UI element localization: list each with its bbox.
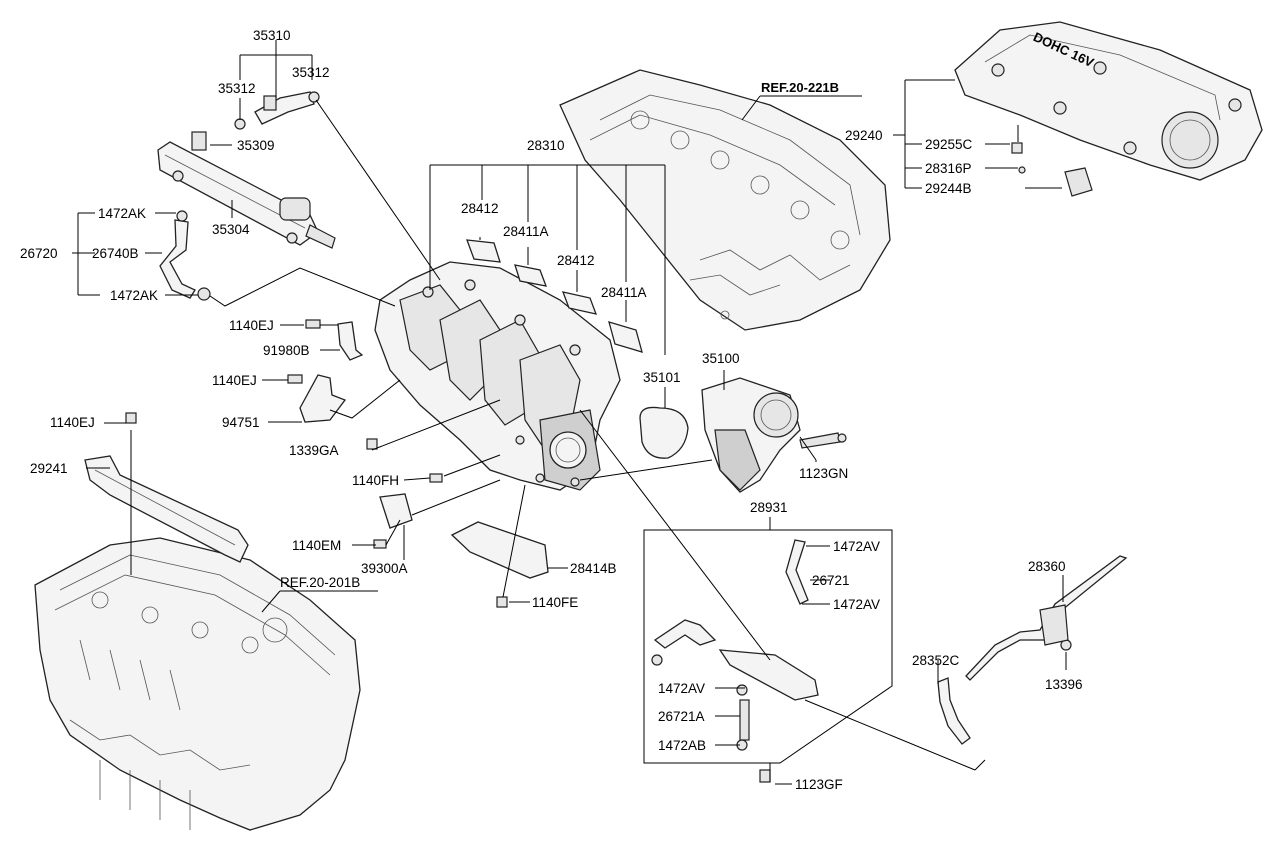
label-91980B: 91980B — [263, 343, 310, 358]
label-26740B: 26740B — [92, 246, 139, 261]
label-28412-2: 28412 — [557, 253, 595, 268]
gaskets-drawing — [466, 239, 689, 459]
label-1140EJ-3: 1140EJ — [50, 415, 95, 430]
label-28931: 28931 — [750, 500, 788, 515]
heat-shield-drawing — [84, 455, 249, 563]
label-35309: 35309 — [237, 138, 275, 153]
label-26720: 26720 — [20, 246, 58, 261]
label-28310: 28310 — [527, 138, 565, 153]
label-1472AK-top: 1472AK — [98, 206, 146, 221]
label-35100: 35100 — [702, 351, 740, 366]
label-1140EM: 1140EM — [292, 538, 341, 553]
label-28352C: 28352C — [912, 653, 960, 668]
oil-guide-drawing — [937, 555, 1128, 745]
fuel-rail-drawing — [157, 131, 336, 249]
label-1339GA: 1339GA — [289, 443, 339, 458]
label-29255C: 29255C — [925, 137, 973, 152]
label-35101: 35101 — [643, 370, 681, 385]
throttle-body-drawing — [701, 377, 847, 493]
label-1140EJ-1: 1140EJ — [229, 318, 274, 333]
label-35312-left: 35312 — [218, 81, 256, 96]
label-28411A-2: 28411A — [601, 285, 647, 300]
cylinder-head-upper-drawing — [559, 69, 891, 331]
label-35312-right: 35312 — [292, 65, 330, 80]
label-1472AK-bottom: 1472AK — [110, 288, 158, 303]
label-28414B: 28414B — [570, 561, 617, 576]
pcv-hose-drawing — [651, 539, 819, 751]
label-28411A-1: 28411A — [503, 224, 549, 239]
label-28360: 28360 — [1028, 559, 1066, 574]
label-29244B: 29244B — [925, 181, 972, 196]
label-26721A: 26721A — [658, 709, 705, 724]
label-1472AV-1: 1472AV — [833, 539, 880, 554]
label-1140FH: 1140FH — [352, 473, 399, 488]
label-1472AB: 1472AB — [658, 738, 706, 753]
label-1472AV-3: 1472AV — [658, 681, 705, 696]
label-1472AV-2: 1472AV — [833, 597, 880, 612]
vacuum-hose-drawing — [159, 210, 211, 301]
label-29240: 29240 — [845, 128, 883, 143]
label-29241: 29241 — [30, 461, 68, 476]
label-35310: 35310 — [253, 28, 291, 43]
intake-manifold-drawing — [374, 261, 621, 491]
label-13396: 13396 — [1045, 677, 1083, 692]
engine-cover-drawing: DOHC 16V — [954, 21, 1263, 197]
label-35304: 35304 — [212, 222, 250, 237]
fuel-injector-drawing — [234, 91, 320, 130]
ref-label-upper-head: REF.20-221B — [761, 80, 839, 95]
label-28316P: 28316P — [925, 161, 972, 176]
label-1140FE: 1140FE — [532, 595, 578, 610]
label-1140EJ-2: 1140EJ — [212, 373, 257, 388]
label-1123GF: 1123GF — [795, 777, 843, 792]
part-labels: 35310 35312 35312 35309 35304 1472AK 267… — [20, 28, 1083, 792]
label-1123GN: 1123GN — [799, 466, 848, 481]
ref-label-lower-head: REF.20-201B — [280, 575, 360, 590]
label-39300A: 39300A — [361, 561, 408, 576]
leader-lines — [72, 40, 1067, 785]
label-28412-1: 28412 — [461, 201, 499, 216]
label-94751: 94751 — [222, 415, 260, 430]
label-26721: 26721 — [812, 573, 850, 588]
